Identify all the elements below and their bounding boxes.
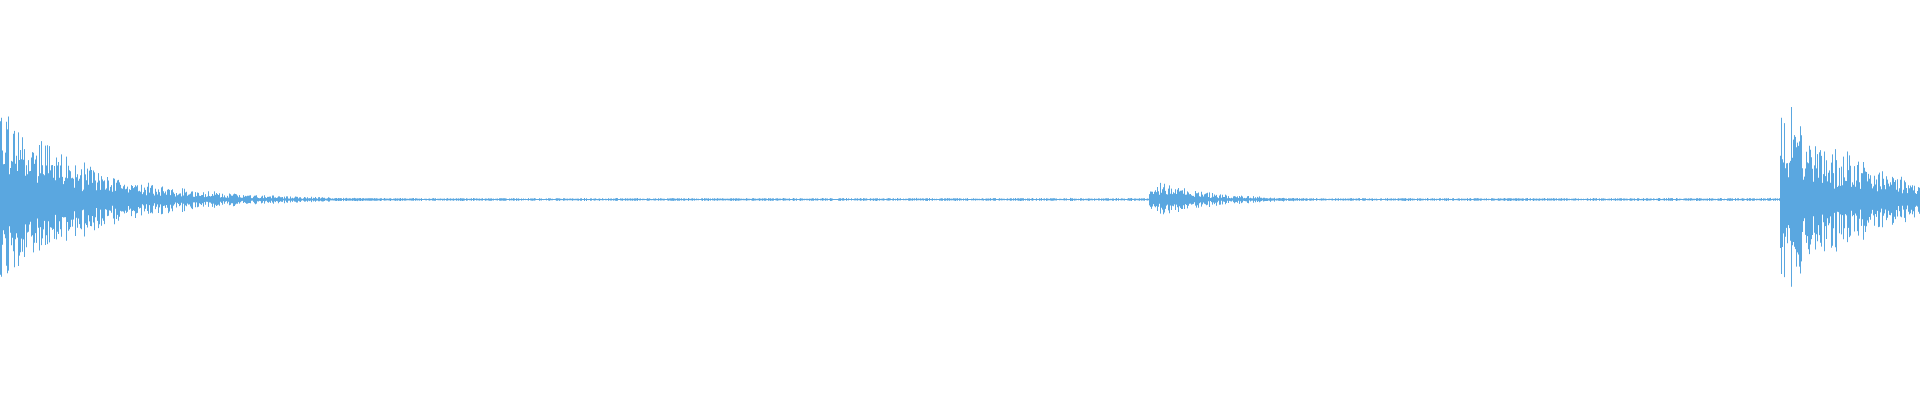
waveform-samples [0,107,1920,287]
waveform-path [0,107,1920,287]
